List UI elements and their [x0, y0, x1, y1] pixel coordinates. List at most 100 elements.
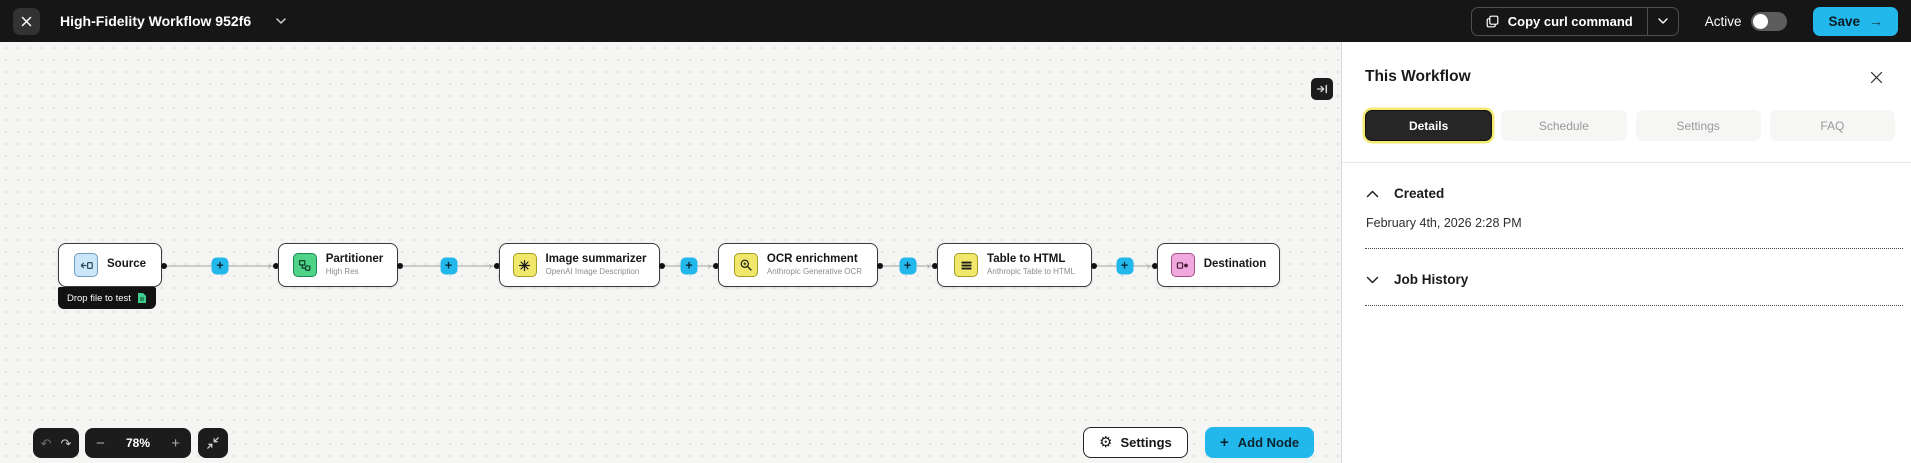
node-title: Partitioner [325, 253, 384, 266]
node-source[interactable]: Source [58, 243, 162, 287]
node-ocr-enrichment[interactable]: OCR enrichment Anthropic Generative OCR [718, 243, 878, 287]
topbar: High-Fidelity Workflow 952f6 Copy curl c… [0, 0, 1911, 42]
job-history-section-toggle[interactable]: Job History [1366, 272, 1887, 287]
workflow-close-button[interactable] [13, 7, 40, 35]
insert-node-button[interactable]: + [899, 257, 916, 275]
edge-imagesummarizer-ocr: › + [659, 257, 719, 275]
asterisk-icon [512, 253, 537, 277]
destination-icon [1170, 253, 1195, 277]
workflow-title: High-Fidelity Workflow 952f6 [60, 13, 252, 29]
insert-node-button[interactable]: + [211, 257, 229, 275]
edge-tabletohtml-destination: › + [1091, 257, 1158, 275]
edge-endpoint-dot [1091, 263, 1097, 269]
tab-settings[interactable]: Settings [1635, 110, 1761, 141]
node-subtitle: Anthropic Table to HTML [987, 266, 1075, 276]
active-toggle-group: Active [1704, 11, 1788, 31]
topbar-actions: Copy curl command Active Save → [1470, 6, 1898, 36]
node-title: Source [107, 258, 146, 271]
chevron-down-icon [276, 18, 286, 24]
insert-node-button[interactable]: + [440, 257, 457, 275]
copy-curl-split-button: Copy curl command [1470, 6, 1679, 36]
edge-arrow-icon: › [488, 260, 492, 272]
zoom-level: 78% [125, 436, 151, 450]
tab-faq[interactable]: FAQ [1769, 110, 1895, 141]
node-partitioner[interactable]: Partitioner High Res [278, 243, 398, 287]
insert-node-button[interactable]: + [680, 257, 698, 275]
collapse-panel-button[interactable] [1311, 78, 1333, 100]
edge-endpoint-dot [494, 263, 500, 269]
tab-details[interactable]: Details [1365, 110, 1493, 141]
node-subtitle: OpenAI Image Description [545, 266, 640, 276]
node-title: OCR enrichment [766, 253, 858, 266]
tab-schedule[interactable]: Schedule [1501, 110, 1627, 141]
chevron-down-icon [1658, 18, 1668, 24]
dotted-divider [1365, 305, 1903, 306]
settings-label: Settings [1120, 435, 1172, 450]
table-icon [954, 253, 979, 277]
node-subtitle: Anthropic Generative OCR [766, 266, 863, 276]
panel-tabs: Details Schedule Settings FAQ [1365, 110, 1895, 141]
edge-partitioner-imagesummarizer: › + [397, 257, 500, 275]
node-title: Destination [1203, 258, 1267, 271]
active-toggle[interactable] [1751, 11, 1788, 31]
main-area: Source Drop file to test › + Partitioner [0, 42, 1911, 463]
save-label: Save [1828, 13, 1860, 29]
drop-file-tooltip-label: Drop file to test [67, 292, 131, 304]
magnifier-icon [733, 253, 758, 277]
close-icon [21, 16, 32, 27]
add-node-label: Add Node [1237, 435, 1300, 450]
node-table-to-html[interactable]: Table to HTML Anthropic Table to HTML [937, 243, 1092, 287]
workflow-canvas[interactable]: Source Drop file to test › + Partitioner [0, 42, 1342, 463]
dotted-divider [1365, 248, 1903, 249]
edge-endpoint-dot [273, 263, 279, 269]
edge-endpoint-dot [1152, 263, 1158, 269]
created-label: Created [1394, 186, 1445, 201]
edge-endpoint-dot [713, 263, 719, 269]
edge-endpoint-dot [397, 263, 403, 269]
panel-header: This Workflow [1342, 42, 1911, 86]
plus-icon: + [1220, 434, 1229, 451]
file-icon [137, 292, 147, 304]
edge-arrow-icon: › [926, 260, 930, 272]
copy-curl-label: Copy curl command [1507, 13, 1633, 29]
edge-source-partitioner: › + [161, 257, 279, 275]
created-section-toggle[interactable]: Created [1366, 186, 1887, 201]
zoom-out-button[interactable]: − [96, 434, 105, 452]
active-label: Active [1704, 13, 1742, 29]
zoom-control: − 78% + [85, 428, 191, 458]
undo-button[interactable]: ↶ [40, 435, 52, 451]
node-image-summarizer[interactable]: Image summarizer OpenAI Image Descriptio… [499, 243, 660, 287]
copy-curl-dropdown-button[interactable] [1646, 7, 1678, 35]
panel-close-button[interactable] [1868, 69, 1885, 86]
collapse-right-icon [1316, 83, 1328, 95]
zoom-in-button[interactable]: + [171, 434, 180, 452]
edge-arrow-icon: › [707, 260, 711, 272]
arrow-right-icon: → [1869, 13, 1883, 29]
edge-endpoint-dot [161, 263, 167, 269]
save-button[interactable]: Save → [1813, 6, 1898, 36]
copy-curl-button[interactable]: Copy curl command [1472, 8, 1647, 35]
edge-arrow-icon: › [1146, 260, 1150, 272]
copy-icon [1486, 15, 1499, 28]
node-destination[interactable]: Destination [1157, 243, 1280, 287]
redo-button[interactable]: ↷ [60, 435, 72, 451]
job-history-label: Job History [1394, 272, 1469, 287]
workflow-title-dropdown[interactable] [276, 18, 286, 24]
collapse-arrows-icon [206, 436, 220, 450]
toggle-knob [1753, 13, 1769, 29]
insert-node-button[interactable]: + [1116, 257, 1133, 275]
node-subtitle: High Res [325, 266, 359, 276]
partitioner-icon [292, 253, 317, 277]
gear-icon: ⚙ [1099, 434, 1113, 451]
add-node-button[interactable]: + Add Node [1205, 427, 1315, 458]
edge-endpoint-dot [877, 263, 883, 269]
edge-arrow-icon: › [267, 260, 271, 272]
chevron-down-icon [1366, 276, 1379, 284]
chevron-up-icon [1366, 190, 1379, 198]
fit-view-button[interactable] [198, 428, 228, 458]
edge-endpoint-dot [932, 263, 938, 269]
edge-endpoint-dot [659, 263, 665, 269]
workflow-details-panel: This Workflow Details Schedule Settings … [1342, 42, 1911, 463]
close-icon [1870, 71, 1883, 84]
canvas-settings-button[interactable]: ⚙ Settings [1083, 427, 1188, 458]
